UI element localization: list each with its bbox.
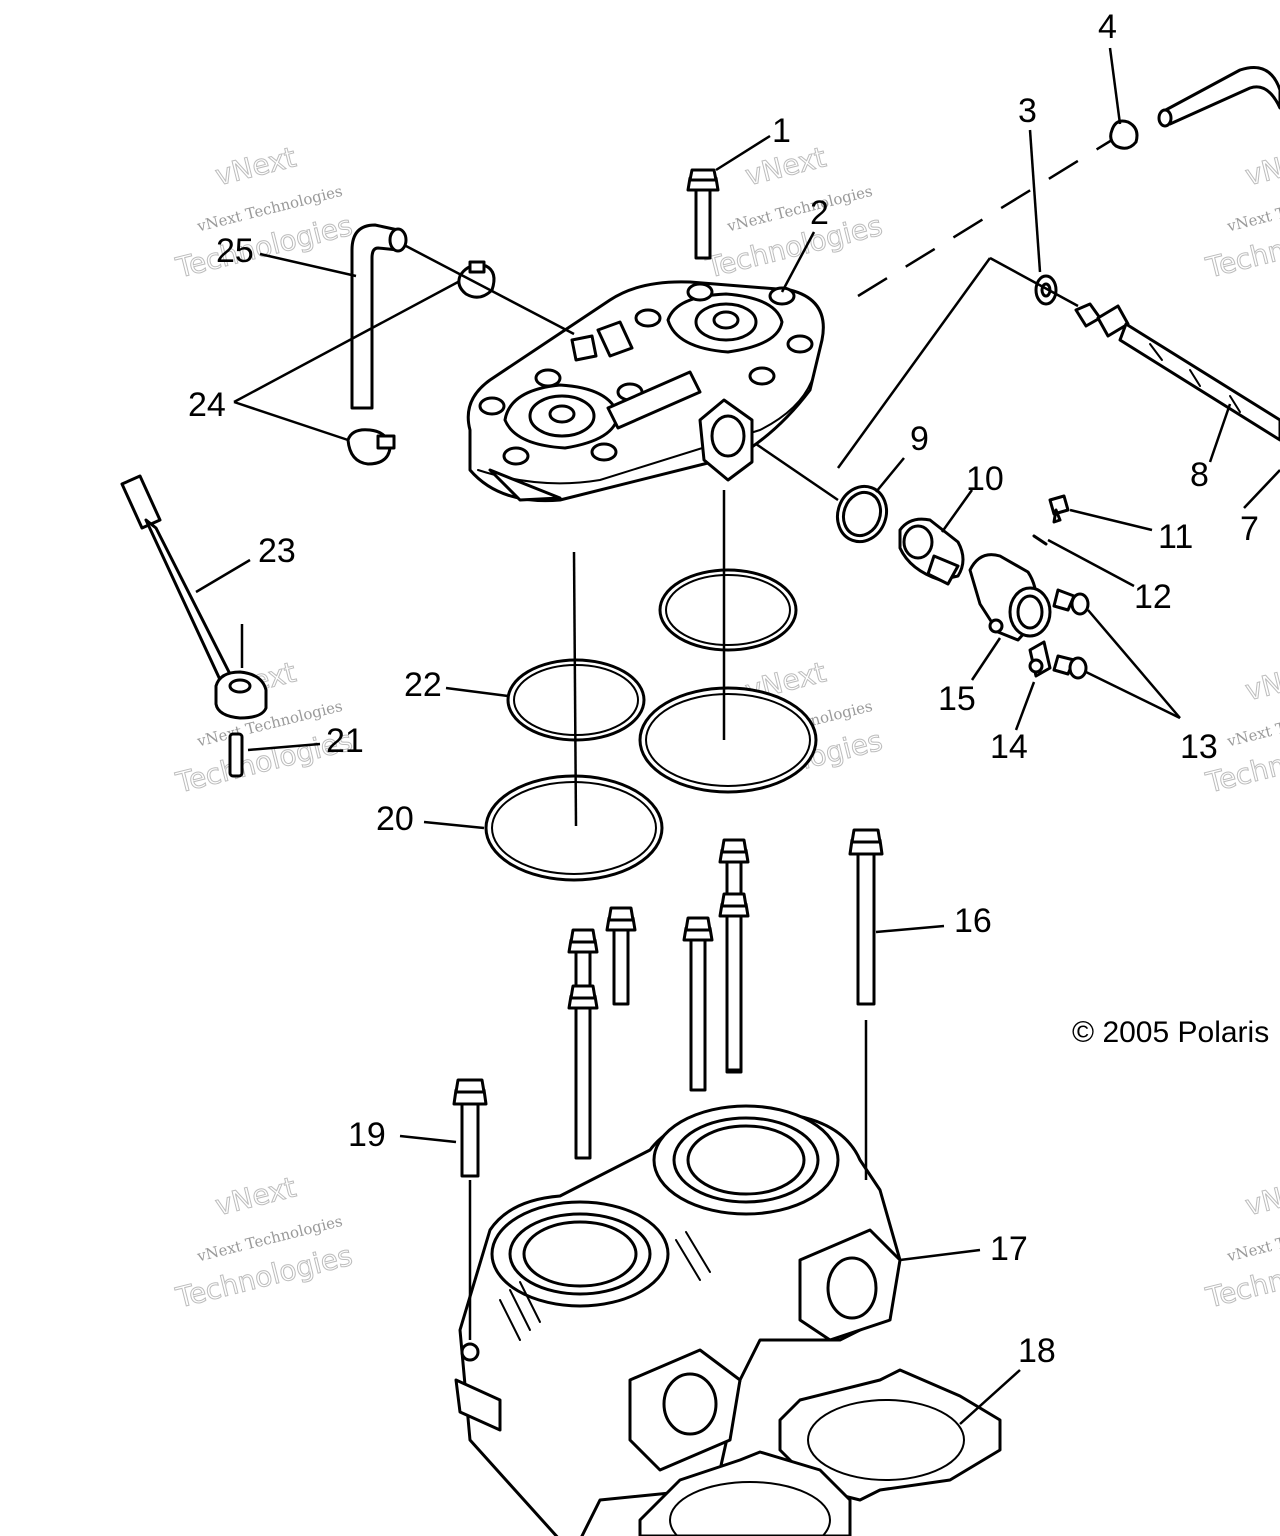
callout-11: 11 <box>1158 518 1193 556</box>
callout-8: 8 <box>1190 456 1209 494</box>
part-washer-3 <box>1034 274 1058 306</box>
part-bolt-11 <box>1048 494 1070 524</box>
part-bolt-16 <box>718 892 750 1072</box>
part-pin-12 <box>1032 534 1048 546</box>
callout-9: 9 <box>910 420 929 458</box>
part-tube-4 <box>1157 66 1280 128</box>
part-oring-22b <box>658 568 798 652</box>
part-thermostat-10 <box>898 517 965 586</box>
part-bracket-14 <box>1028 640 1052 678</box>
callout-23: 23 <box>258 532 296 570</box>
part-stud-21 <box>228 732 244 778</box>
callout-15: 15 <box>938 680 976 718</box>
copyright-notice: © 2005 Polaris <box>1072 1016 1269 1049</box>
watermark-vnext: vNext <box>1242 1170 1280 1222</box>
callout-24: 24 <box>188 386 226 424</box>
part-cylinder-17 <box>454 1104 902 1536</box>
part-bolt-13a <box>1052 588 1090 616</box>
part-sensor-8 <box>1074 302 1280 442</box>
callout-3: 3 <box>1018 92 1037 130</box>
watermark: vNext vNext Technologies Technologies <box>1202 655 1280 800</box>
part-oring-20a <box>484 774 664 882</box>
callout-21: 21 <box>326 722 364 760</box>
callout-12: 12 <box>1134 578 1172 616</box>
watermark-vnext: vNext <box>212 1170 299 1222</box>
callout-14: 14 <box>990 728 1028 766</box>
watermark: vNext vNext Technologies Technologies <box>1202 140 1280 285</box>
part-gasket-18b <box>638 1450 852 1536</box>
callout-4: 4 <box>1098 8 1117 46</box>
callout-13: 13 <box>1180 728 1218 766</box>
part-clamp-24a <box>457 260 496 299</box>
part-oring-20b <box>638 686 818 794</box>
part-bolt-13b <box>1052 654 1088 680</box>
part-clamp-4 <box>1109 119 1139 150</box>
watermark: vNext vNext Technologies Technologies <box>172 1170 356 1315</box>
watermark-vnext: vNext <box>1242 655 1280 707</box>
callout-7: 7 <box>1240 510 1259 548</box>
callout-2: 2 <box>810 194 829 232</box>
callout-labels: 1 2 3 4 7 8 9 10 11 12 13 14 15 16 17 18… <box>188 8 1259 1370</box>
part-cylinder-head <box>466 280 825 503</box>
callout-1: 1 <box>772 112 791 150</box>
watermark: vNext vNext Technologies Technologies <box>702 140 886 285</box>
part-clamp-24b <box>346 428 396 466</box>
part-sensor-23 <box>120 474 268 720</box>
watermark-vnext: vNext <box>212 140 299 192</box>
part-bolt-16 <box>567 984 599 1160</box>
watermark-vnext: vNext <box>1242 140 1280 192</box>
callout-18: 18 <box>1018 1332 1056 1370</box>
callout-19: 19 <box>348 1116 386 1154</box>
callout-16: 16 <box>954 902 992 940</box>
callout-22: 22 <box>404 666 442 704</box>
part-bolt-16 <box>682 916 714 1092</box>
callout-25: 25 <box>216 232 254 270</box>
part-housing-15 <box>968 553 1052 642</box>
callout-20: 20 <box>376 800 414 838</box>
leader-2 <box>780 231 816 293</box>
callout-10: 10 <box>966 460 1004 498</box>
part-bolt-16-long <box>848 828 884 1006</box>
part-gasket-9 <box>835 484 889 544</box>
leader-lines <box>195 47 1280 1425</box>
part-hose-25 <box>350 223 408 410</box>
watermark: vNext vNext Technologies Technologies <box>1202 1170 1280 1315</box>
watermark: vNext vNext Technologies Technologies <box>172 140 356 285</box>
part-bolt-1 <box>686 168 720 260</box>
part-bolt-16 <box>605 906 637 1006</box>
part-bolt-19 <box>452 1078 488 1178</box>
callout-17: 17 <box>990 1230 1028 1268</box>
